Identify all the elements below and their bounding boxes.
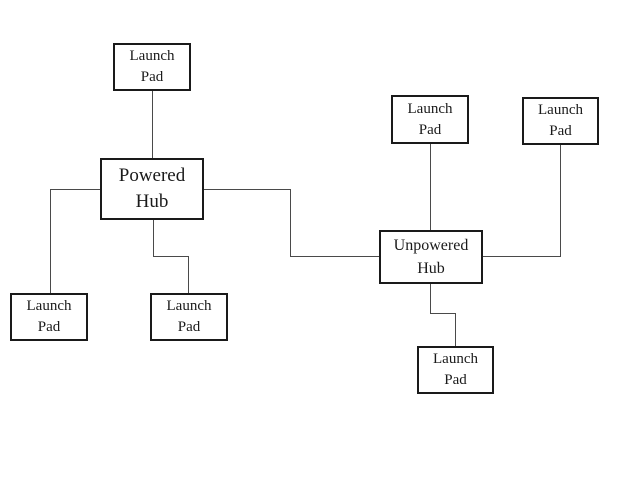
node-launch-pad-top-middle: Launch Pad (391, 95, 469, 144)
node-label-line: Powered (118, 165, 186, 186)
connector-poweredhub-unpoweredhub-seg1 (203, 189, 291, 190)
connector-unpoweredhub-padbottomright-seg3 (455, 313, 456, 346)
connector-poweredhub-padbottomleft-seg2 (50, 189, 51, 293)
node-label-line: Pad (549, 123, 572, 139)
connector-padtopmiddle-unpoweredhub (430, 144, 431, 230)
connector-unpoweredhub-padbottomright-seg1 (430, 283, 431, 313)
connector-padtopleft-poweredhub (152, 90, 153, 158)
node-label-line: Pad (418, 121, 442, 138)
connector-poweredhub-unpoweredhub-seg3 (290, 256, 379, 257)
node-label-line: Pad (140, 69, 164, 85)
node-label-line: Launch (407, 100, 453, 117)
connector-poweredhub-padbottommiddle-seg2 (153, 256, 189, 257)
node-launch-pad-bottom-right: Launch Pad (417, 346, 494, 394)
node-label-line: Launch (433, 351, 478, 367)
connector-poweredhub-padbottommiddle-seg3 (188, 256, 189, 293)
node-launch-pad-bottom-left: Launch Pad (10, 293, 88, 341)
connector-padtopright-unpoweredhub-seg2 (482, 256, 561, 257)
connector-poweredhub-padbottomleft-seg1 (50, 189, 100, 190)
node-label-line: Hub (417, 260, 445, 277)
node-label-line: Launch (538, 102, 583, 118)
node-label-line: Pad (177, 319, 201, 335)
connector-poweredhub-padbottommiddle-seg1 (153, 219, 154, 257)
node-label-line: Launch (166, 298, 212, 314)
node-powered-hub: Powered Hub (100, 158, 204, 220)
node-unpowered-hub: Unpowered Hub (379, 230, 483, 284)
node-launch-pad-top-left: Launch Pad (113, 43, 191, 91)
connector-poweredhub-unpoweredhub-seg2 (290, 189, 291, 257)
connector-padtopright-unpoweredhub-seg1 (560, 145, 561, 257)
node-label-line: Hub (135, 191, 169, 212)
node-launch-pad-bottom-middle: Launch Pad (150, 293, 228, 341)
node-label-line: Launch (129, 48, 175, 64)
connector-unpoweredhub-padbottomright-seg2 (430, 313, 456, 314)
node-label-line: Unpowered (393, 237, 469, 254)
node-label-line: Pad (37, 319, 61, 335)
node-launch-pad-top-right: Launch Pad (522, 97, 599, 145)
node-label-line: Launch (26, 298, 72, 314)
node-label-line: Pad (444, 372, 467, 388)
